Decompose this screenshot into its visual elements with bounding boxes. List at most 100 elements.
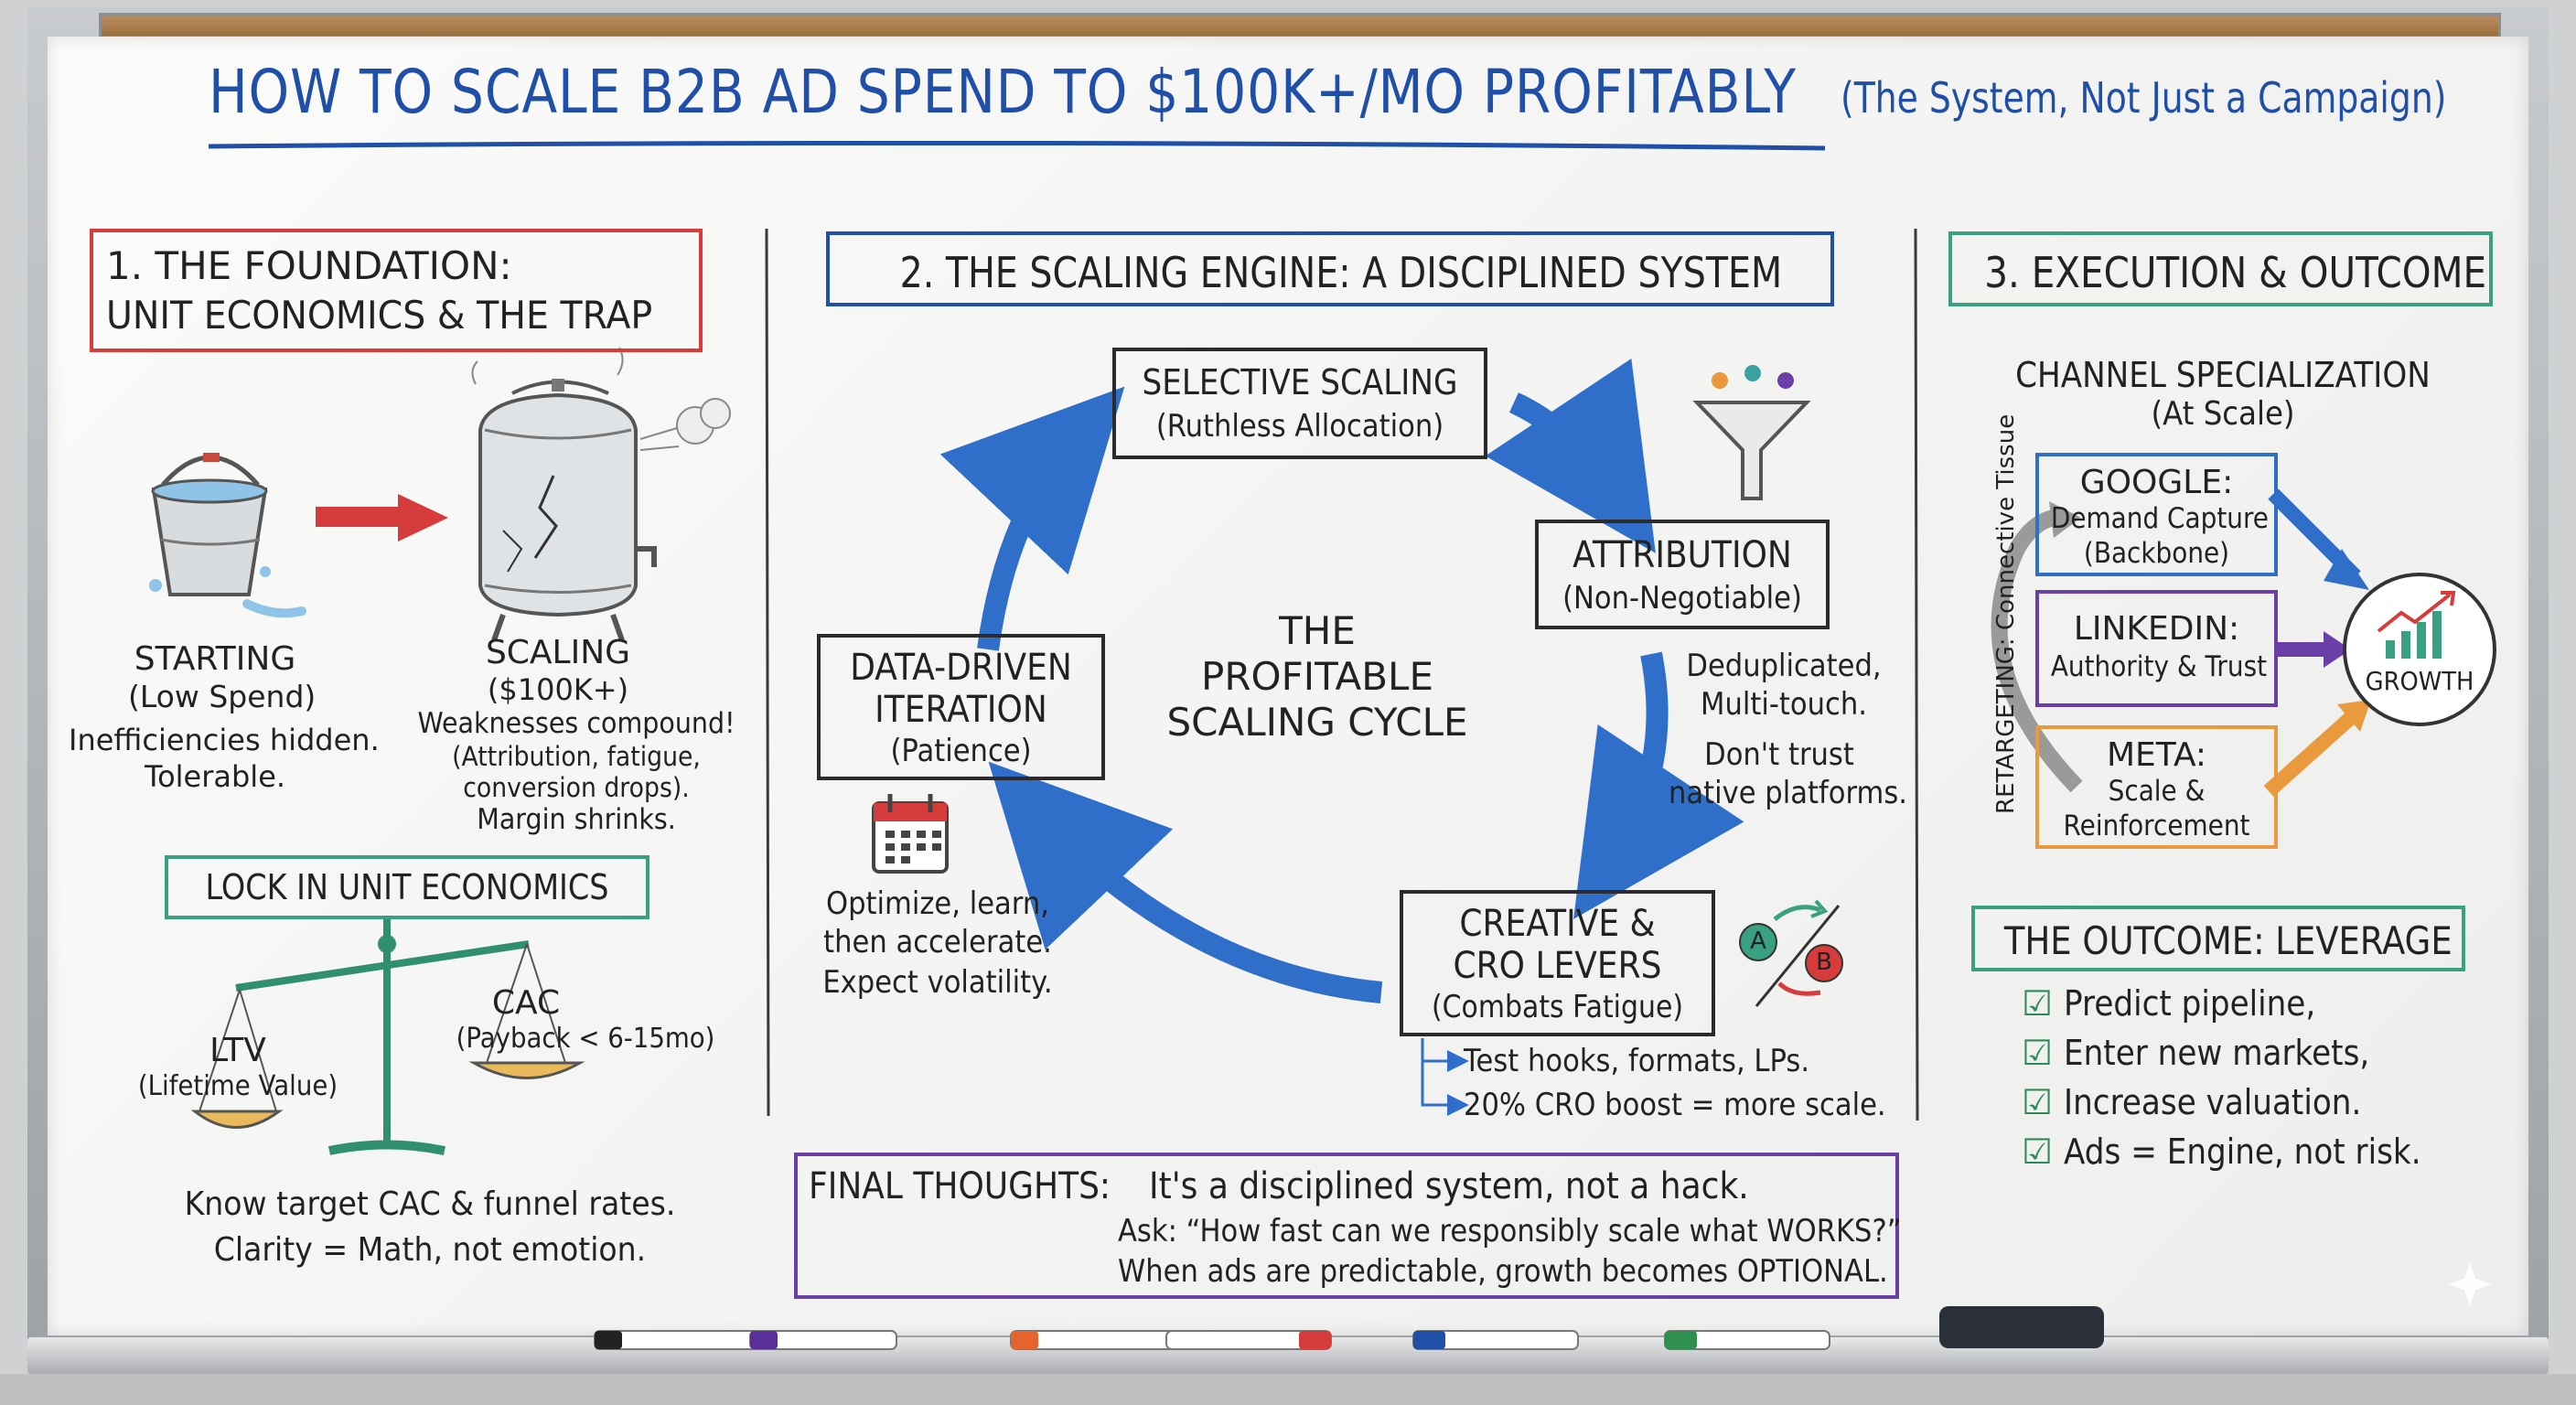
bucket-icon <box>149 453 302 613</box>
creative-sub: (Combats Fatigue) <box>1422 989 1693 1025</box>
attribution-note-3: Don't trust <box>1677 736 1883 773</box>
cycle-arrow-to-creative <box>1610 654 1658 864</box>
ltv-sub: (Lifetime Value) <box>128 1070 347 1102</box>
cac-title: CAC <box>457 984 595 1022</box>
attribution-title: ATTRIBUTION <box>1553 534 1812 576</box>
scaling-note-2: (Attribution, fatigue, <box>434 741 720 772</box>
section1-footer-2: Clarity = Math, not emotion. <box>169 1231 691 1269</box>
lock-in-box: LOCK IN UNIT ECONOMICS <box>165 855 649 919</box>
outcome-heading-box: THE OUTCOME: LEVERAGE <box>1971 906 2465 971</box>
outcome-text: Predict pipeline, <box>2064 983 2315 1024</box>
section1-heading-box: 1. THE FOUNDATION: UNIT ECONOMICS & THE … <box>90 229 703 352</box>
starting-note-1: Inefficiencies hidden. <box>69 723 361 757</box>
scaling-note-4: Margin shrinks. <box>434 803 720 836</box>
sparkle-icon <box>2448 1262 2492 1306</box>
checkbox-checked-icon: ☑ <box>2022 1082 2053 1122</box>
outcome-heading: THE OUTCOME: LEVERAGE <box>2004 918 2432 963</box>
main-title: HOW TO SCALE B2B AD SPEND TO $100K+/MO P… <box>209 57 1797 127</box>
cycle-center-line-2: PROFITABLE <box>1171 654 1464 699</box>
section1-heading-line1: 1. THE FOUNDATION: <box>106 243 512 288</box>
linkedin-title: LINKEDIN: <box>2039 610 2274 648</box>
meta-sub-1: Scale & <box>2051 775 2262 808</box>
ab-label-a: A <box>1749 928 1767 955</box>
data-note-3: Expect volatility. <box>819 964 1057 1001</box>
marker-orange <box>1011 1331 1175 1349</box>
selective-sub: (Ruthless Allocation) <box>1134 408 1465 445</box>
checkbox-checked-icon: ☑ <box>2022 1132 2053 1172</box>
final-line-2: Ask: “How fast can we responsibly scale … <box>1118 1213 1902 1249</box>
data-sub: (Patience) <box>834 733 1087 769</box>
outcome-item: ☑ Enter new markets, <box>2022 1033 2497 1082</box>
meta-arrow <box>2269 713 2356 791</box>
divider-right <box>1916 229 1917 1121</box>
divider-left <box>767 229 768 1116</box>
cycle-center-line-1: THE <box>1171 608 1464 653</box>
google-title: GOOGLE: <box>2039 464 2274 501</box>
meta-box: META: Scale & Reinforcement <box>2035 725 2278 849</box>
section2-heading: 2. THE SCALING ENGINE: A DISCIPLINED SYS… <box>900 248 1761 297</box>
section1-heading-line2: UNIT ECONOMICS & THE TRAP <box>106 293 652 338</box>
creative-cro-box: CREATIVE & CRO LEVERS (Combats Fatigue) <box>1400 890 1715 1036</box>
outcome-text: Enter new markets, <box>2064 1033 2369 1073</box>
meta-title: META: <box>2039 736 2274 774</box>
title-underline <box>209 143 1825 148</box>
outcome-item: ☑ Predict pipeline, <box>2022 983 2497 1033</box>
section3-heading-box: 3. EXECUTION & OUTCOME <box>1948 231 2493 306</box>
ab-label-b: B <box>1815 949 1833 976</box>
data-note-1: Optimize, learn, <box>819 885 1057 922</box>
data-driven-box: DATA-DRIVEN ITERATION (Patience) <box>817 634 1105 780</box>
outcome-item: ☑ Ads = Engine, not risk. <box>2022 1132 2497 1181</box>
starting-note-2: Tolerable. <box>69 759 361 794</box>
starting-sub: (Low Spend) <box>128 679 302 714</box>
channel-sub: (At Scale) <box>2009 395 2437 433</box>
marker-black <box>595 1331 759 1349</box>
channel-title: CHANNEL SPECIALIZATION <box>2009 355 2437 395</box>
outcome-list: ☑ Predict pipeline, ☑ Enter new markets,… <box>2022 983 2497 1181</box>
checkbox-checked-icon: ☑ <box>2022 983 2053 1024</box>
lock-in-label: LOCK IN UNIT ECONOMICS <box>197 867 617 907</box>
scaling-note-1: Weaknesses compound! <box>416 707 736 740</box>
marker-red <box>1166 1331 1331 1349</box>
outcome-item: ☑ Increase valuation. <box>2022 1082 2497 1132</box>
cycle-arrow-to-data <box>1034 810 1381 992</box>
linkedin-sub: Authority & Trust <box>2051 650 2262 683</box>
final-line-3: When ads are predictable, growth becomes… <box>1118 1253 1888 1290</box>
red-arrow-icon <box>316 494 448 542</box>
creative-title-2: CRO LEVERS <box>1419 945 1696 987</box>
creative-note-2: 20% CRO boost = more scale. <box>1464 1087 1851 1123</box>
attribution-sub: (Non-Negotiable) <box>1553 580 1812 617</box>
google-box: GOOGLE: Demand Capture (Backbone) <box>2035 453 2278 576</box>
scaling-title: SCALING <box>467 634 649 671</box>
marker-green <box>1665 1331 1830 1349</box>
data-note-2: then accelerate. <box>819 924 1057 960</box>
retargeting-label: RETARGETING: Connective Tissue <box>1992 421 2020 814</box>
selective-title: SELECTIVE SCALING <box>1134 362 1465 402</box>
outcome-text: Increase valuation. <box>2064 1082 2361 1122</box>
cycle-center-line-3: SCALING CYCLE <box>1153 700 1482 745</box>
final-line-1: It's a disciplined system, not a hack. <box>1149 1165 1749 1207</box>
final-thoughts-box: FINAL THOUGHTS: It's a disciplined syste… <box>794 1153 1899 1299</box>
attribution-box: ATTRIBUTION (Non-Negotiable) <box>1535 520 1830 629</box>
outcome-text: Ads = Engine, not risk. <box>2064 1132 2421 1172</box>
marker-blue <box>1413 1331 1578 1349</box>
scaling-note-3: conversion drops). <box>434 772 720 803</box>
scaling-sub: ($100K+) <box>467 672 649 707</box>
final-label: FINAL THOUGHTS: <box>809 1165 1111 1207</box>
creative-note-1: Test hooks, formats, LPs. <box>1464 1043 1793 1079</box>
cycle-arrow-to-selective <box>988 434 1079 649</box>
meta-sub-2: Reinforcement <box>2051 810 2262 842</box>
data-title-2: ITERATION <box>834 689 1087 731</box>
google-sub-2: (Backbone) <box>2051 537 2262 570</box>
section3-heading: 3. EXECUTION & OUTCOME <box>1984 248 2457 297</box>
main-subtitle: (The System, Not Just a Campaign) <box>1841 73 2446 123</box>
google-sub-1: Demand Capture <box>2051 502 2262 535</box>
marker-purple <box>750 1331 896 1349</box>
growth-label: GROWTH <box>2361 666 2479 696</box>
selective-scaling-box: SELECTIVE SCALING (Ruthless Allocation) <box>1112 348 1487 459</box>
cac-sub: (Payback < 6-15mo) <box>446 1023 724 1055</box>
checkbox-checked-icon: ☑ <box>2022 1033 2053 1073</box>
ltv-title: LTV <box>165 1032 311 1069</box>
cycle-arrow-to-attribution <box>1514 402 1619 499</box>
calendar-icon <box>874 794 947 872</box>
starting-title: STARTING <box>128 640 302 678</box>
